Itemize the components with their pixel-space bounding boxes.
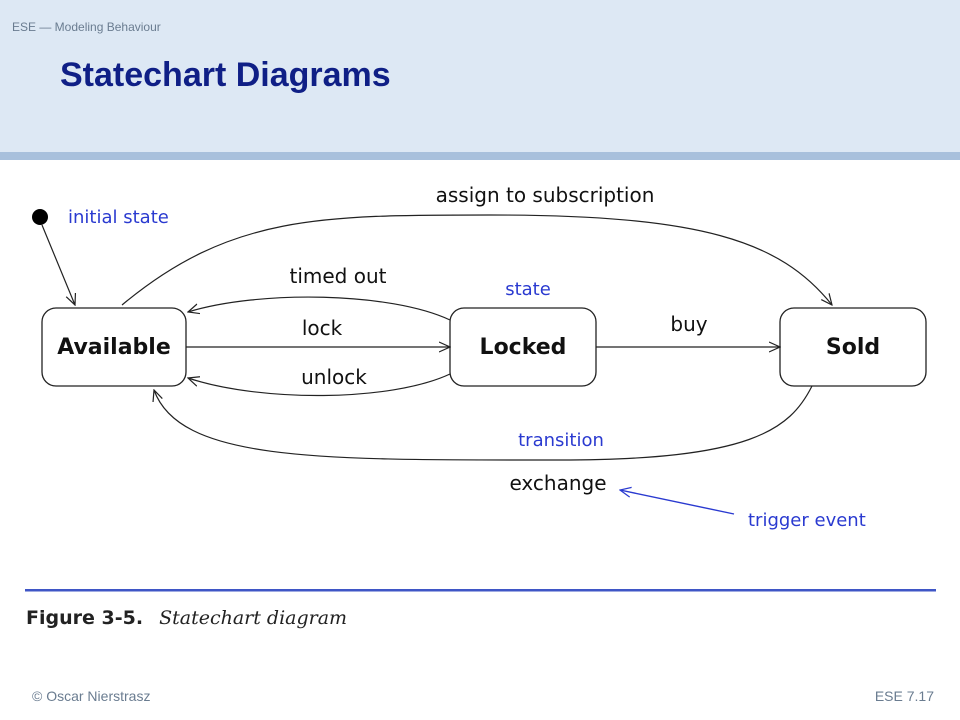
transition-annotation: transition (518, 430, 604, 451)
state-sold: Sold (779, 307, 927, 387)
state-locked-label: Locked (480, 335, 567, 360)
transition-lock-label: lock (302, 316, 343, 340)
footer-author: © Oscar Nierstrasz (32, 688, 151, 704)
transition-timed-out-label: timed out (290, 264, 387, 288)
initial-transition-arrow (41, 224, 75, 305)
transition-timed-out-arrow (188, 296, 451, 321)
state-locked: Locked (449, 307, 597, 387)
transition-assign-arrow (121, 214, 832, 305)
initial-state-annotation: initial state (68, 207, 169, 228)
slide-header (0, 0, 960, 152)
transition-assign-label: assign to subscription (436, 183, 655, 207)
trigger-event-pointer (620, 490, 735, 515)
state-sold-label: Sold (826, 335, 880, 360)
course-label: ESE — Modeling Behaviour (12, 20, 161, 34)
figure-title: Statechart diagram (159, 607, 347, 629)
transition-unlock-label: unlock (301, 365, 367, 389)
transition-buy-label: buy (670, 312, 707, 336)
transition-unlock-arrow (188, 373, 451, 397)
initial-state-dot (32, 209, 48, 225)
state-available: Available (41, 307, 187, 387)
page-title: Statechart Diagrams (60, 56, 391, 94)
footer-page-number: ESE 7.17 (874, 688, 934, 704)
state-annotation: state (505, 279, 551, 300)
transition-exchange-arrow (154, 385, 813, 461)
state-available-label: Available (57, 335, 171, 360)
figure-number: Figure 3-5. (26, 607, 143, 629)
transition-exchange-label: exchange (509, 471, 606, 495)
statechart-diagram: initial state Available Locked Sold stat… (25, 183, 936, 629)
trigger-event-annotation: trigger event (748, 510, 866, 531)
figure-caption: Figure 3-5. Statechart diagram (26, 607, 347, 629)
caption-rule (25, 589, 936, 592)
header-rule (0, 152, 960, 160)
